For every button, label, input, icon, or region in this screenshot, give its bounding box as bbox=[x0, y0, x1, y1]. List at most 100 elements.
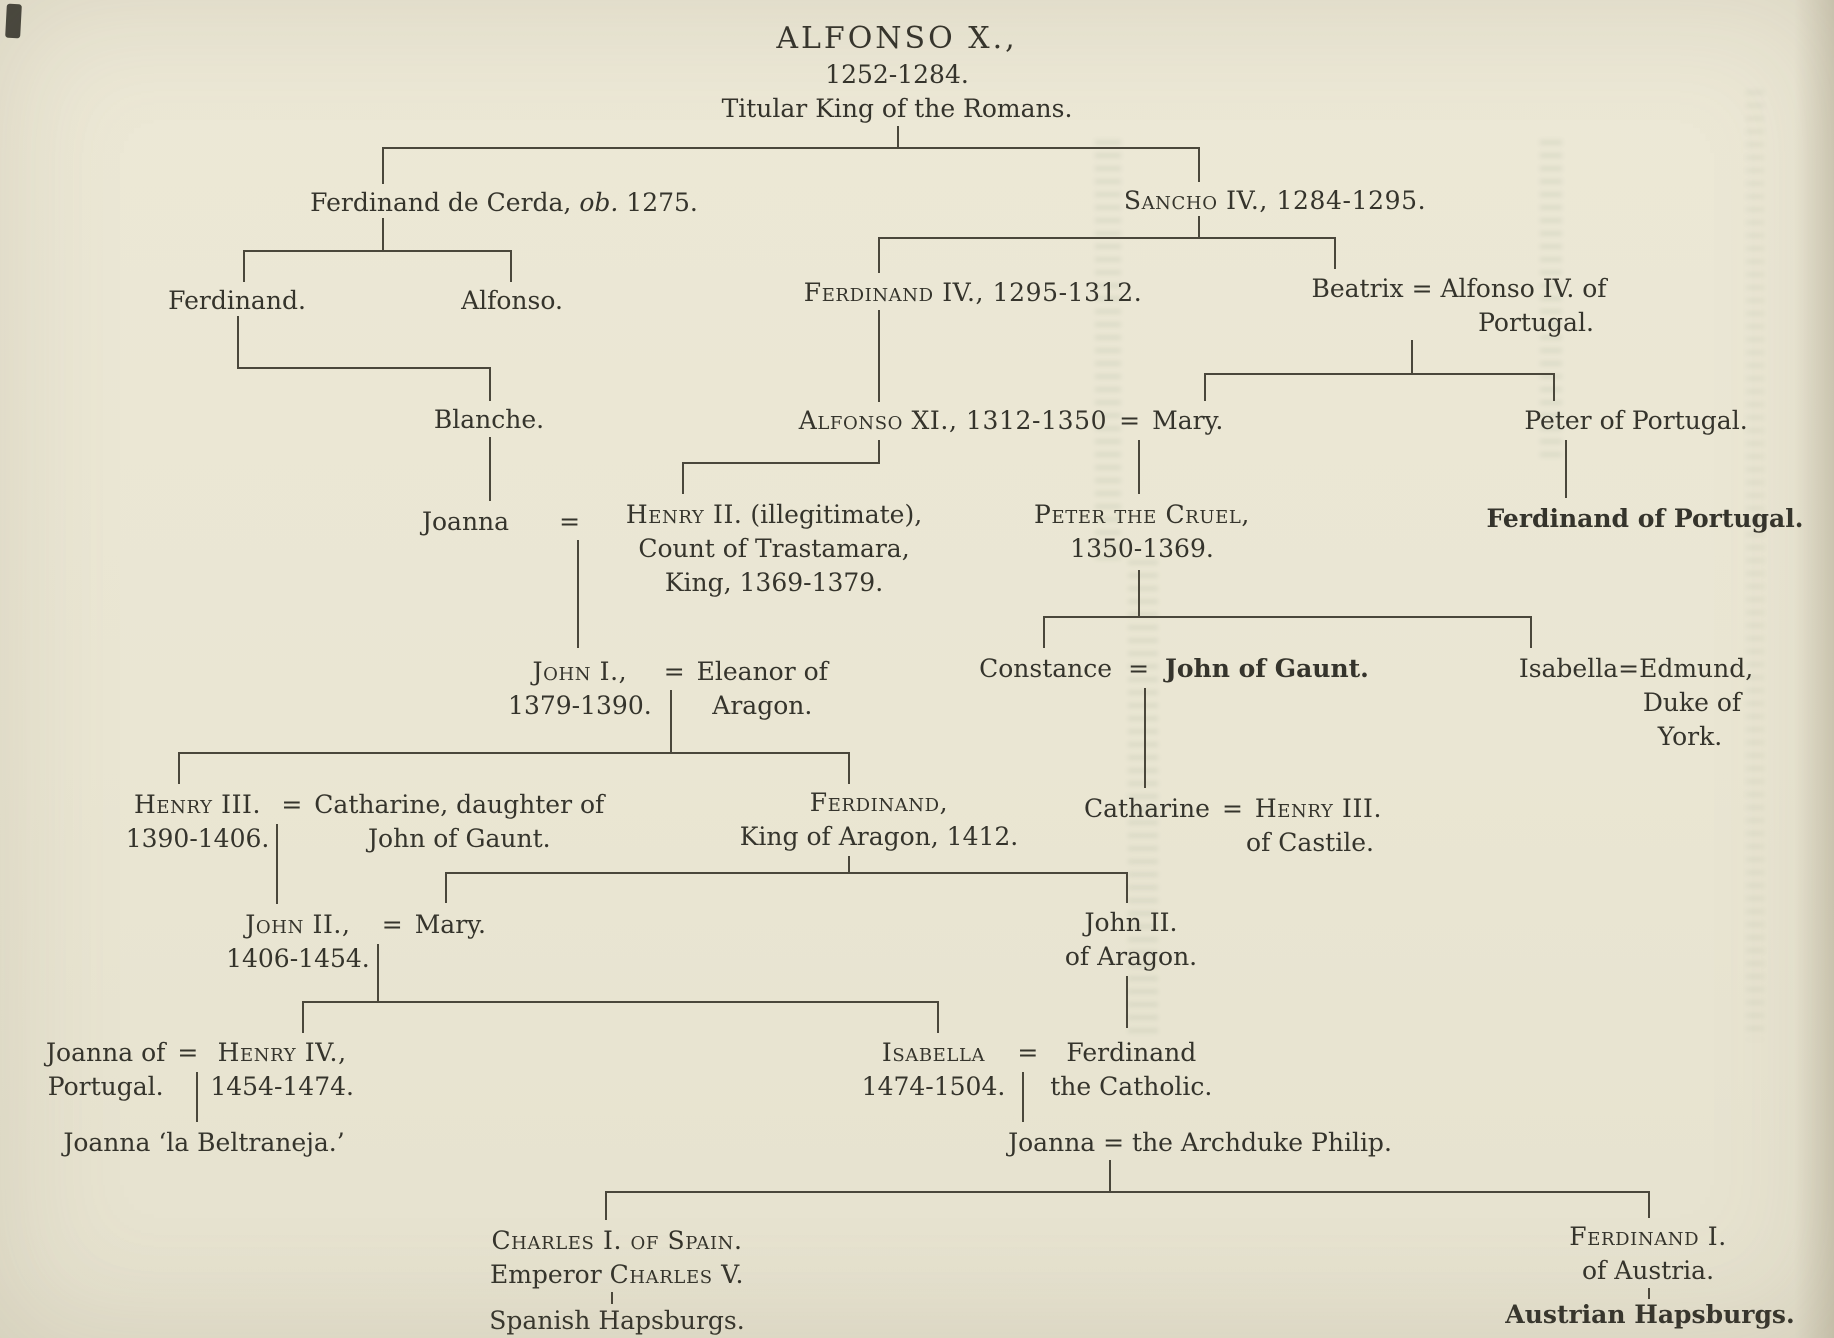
connector-line bbox=[848, 752, 850, 784]
person-title: of Aragon. bbox=[1064, 942, 1198, 971]
person-charles-i: Charles I. of Spain. Emperor Charles V. bbox=[490, 1224, 744, 1292]
couple-john-ii-mary: John II., 1406-1454. = Mary. bbox=[226, 908, 486, 976]
person-name: Charles I. of Spain. bbox=[491, 1226, 743, 1255]
connector-line bbox=[445, 872, 447, 903]
connector-line bbox=[1204, 373, 1206, 401]
person-title: of Austria. bbox=[1581, 1256, 1715, 1285]
connector-line bbox=[848, 856, 850, 873]
person-alfonso: Alfonso. bbox=[461, 284, 563, 318]
connector-line bbox=[1553, 373, 1555, 401]
person-ferdinand-de-cerda: Ferdinand de Cerda, ob. 1275. bbox=[310, 186, 698, 220]
person-name: Joanna bbox=[421, 507, 510, 536]
couple-alfonso-xi-mary: Alfonso XI., 1312-1350 = Mary. bbox=[799, 404, 1224, 438]
connector-line bbox=[937, 1001, 939, 1033]
person-ferdinand-of-aragon: Ferdinand, King of Aragon, 1412. bbox=[740, 786, 1019, 854]
connector-line bbox=[1022, 1072, 1024, 1122]
couple-constance-john-of-gaunt: Constance = John of Gaunt. bbox=[979, 652, 1369, 686]
person-name: Ferdinand. bbox=[168, 286, 306, 315]
person-peter-the-cruel: Peter the Cruel, 1350-1369. bbox=[1034, 498, 1250, 566]
connector-line bbox=[878, 237, 880, 273]
spouse-name: John of Gaunt. bbox=[368, 824, 551, 853]
person-sancho-iv: Sancho IV., 1284-1295. bbox=[1124, 184, 1426, 218]
connector-line bbox=[1126, 976, 1128, 1028]
connector-line bbox=[489, 437, 491, 501]
person-blanche: Blanche. bbox=[434, 403, 544, 437]
connector-line bbox=[878, 440, 880, 463]
person-ferdinand-of-portugal: Ferdinand of Portugal. bbox=[1487, 502, 1804, 536]
person-title: King, 1369-1379. bbox=[664, 568, 884, 597]
spouse-name: Catharine, daughter of bbox=[314, 790, 605, 819]
equals-sign: = bbox=[1017, 1038, 1039, 1067]
equals-sign: = bbox=[381, 910, 403, 939]
person-name: Ferdinand, bbox=[809, 788, 949, 817]
connector-line bbox=[1334, 237, 1336, 269]
spouse-name: Eleanor of bbox=[696, 657, 828, 686]
connector-line bbox=[243, 250, 245, 282]
person-name: Ferdinand de Cerda, bbox=[310, 188, 580, 217]
equals-sign: = bbox=[1221, 794, 1243, 823]
connector-line bbox=[682, 462, 880, 464]
person-joanna-la-beltraneja: Joanna ‘la Beltraneja.’ bbox=[63, 1126, 344, 1160]
person-alfonso-x: ALFONSO X., 1252-1284. Titular King of t… bbox=[722, 20, 1073, 126]
person-name: Catharine bbox=[1084, 794, 1210, 823]
person-name: ALFONSO X., bbox=[776, 21, 1018, 56]
spouse-name: Aragon. bbox=[712, 691, 813, 720]
spouse-name: Ferdinand bbox=[1066, 1038, 1197, 1067]
person-name: Peter of Portugal. bbox=[1524, 406, 1748, 435]
person-ferdinand-i: Ferdinand I. of Austria. bbox=[1569, 1220, 1726, 1288]
equals-sign: = bbox=[1119, 406, 1141, 435]
couple-isabella-ferdinand: Isabella 1474-1504. = Ferdinand the Cath… bbox=[862, 1036, 1213, 1104]
connector-line bbox=[1648, 1191, 1650, 1218]
dynasty-label: Spanish Hapsburgs. bbox=[489, 1306, 745, 1335]
equals-sign: = bbox=[281, 790, 303, 819]
person-title: Portugal. bbox=[1478, 308, 1594, 337]
equals-sign: = bbox=[177, 1038, 199, 1067]
person-name: Ferdinand I. bbox=[1569, 1222, 1727, 1251]
equals-sign: = bbox=[559, 507, 581, 536]
spouse-title: Duke of bbox=[1642, 688, 1742, 717]
couple-joanna-henry-ii: Joanna = bbox=[422, 505, 580, 539]
connector-line bbox=[611, 1292, 613, 1304]
couple-isabella-edmund: Isabella=Edmund, Duke of York. bbox=[1519, 652, 1753, 754]
connector-line bbox=[1530, 616, 1532, 648]
connector-line bbox=[1204, 373, 1555, 375]
page-bleedthrough bbox=[1540, 140, 1562, 460]
connector-line bbox=[276, 824, 278, 904]
connector-line bbox=[489, 367, 491, 401]
person-title: Emperor bbox=[489, 1260, 610, 1289]
connector-line bbox=[196, 1072, 198, 1122]
connector-line bbox=[670, 690, 672, 752]
connector-line bbox=[1411, 340, 1413, 374]
connector-line bbox=[302, 1001, 939, 1003]
person-name: Sancho IV., 1284-1295. bbox=[1123, 186, 1427, 215]
connector-line bbox=[605, 1191, 1650, 1193]
connector-line bbox=[1043, 616, 1532, 618]
spouse-title: of Castile. bbox=[1246, 828, 1374, 857]
connector-line bbox=[178, 752, 850, 754]
couple-catharine-henry-iii: Catharine = Henry III. of Castile. bbox=[1084, 792, 1382, 860]
person-name: Ferdinand IV., 1295-1312. bbox=[803, 278, 1143, 307]
person-title: King of Aragon, 1412. bbox=[739, 822, 1019, 851]
spouse-name: Henry IV., bbox=[217, 1038, 347, 1067]
person-ferdinand: Ferdinand. bbox=[168, 284, 306, 318]
person-title: Charles V. bbox=[609, 1260, 745, 1289]
connector-line bbox=[1138, 570, 1140, 617]
spouse-name: Mary. bbox=[414, 910, 486, 939]
connector-line bbox=[1198, 147, 1200, 182]
person-ferdinand-iv: Ferdinand IV., 1295-1312. bbox=[804, 276, 1143, 310]
person-dates: 1350-1369. bbox=[1070, 534, 1214, 563]
connector-line bbox=[1648, 1288, 1650, 1299]
person-name: Henry II. bbox=[625, 500, 743, 529]
person-name: Isabella=Edmund, bbox=[1518, 654, 1754, 683]
couple-henry-iii-catharine: Henry III. 1390-1406. = Catharine, daugh… bbox=[126, 788, 605, 856]
connector-line bbox=[445, 872, 1128, 874]
person-dates: 1406-1454. bbox=[226, 944, 370, 973]
connector-line bbox=[897, 126, 899, 149]
person-john-ii-of-aragon: John II. of Aragon. bbox=[1065, 906, 1197, 974]
connector-line bbox=[1126, 872, 1128, 903]
connector-line bbox=[510, 250, 512, 282]
person-name: Blanche. bbox=[433, 405, 545, 434]
connector-line bbox=[878, 310, 880, 402]
person-dates: 1252-1284. bbox=[825, 60, 969, 89]
